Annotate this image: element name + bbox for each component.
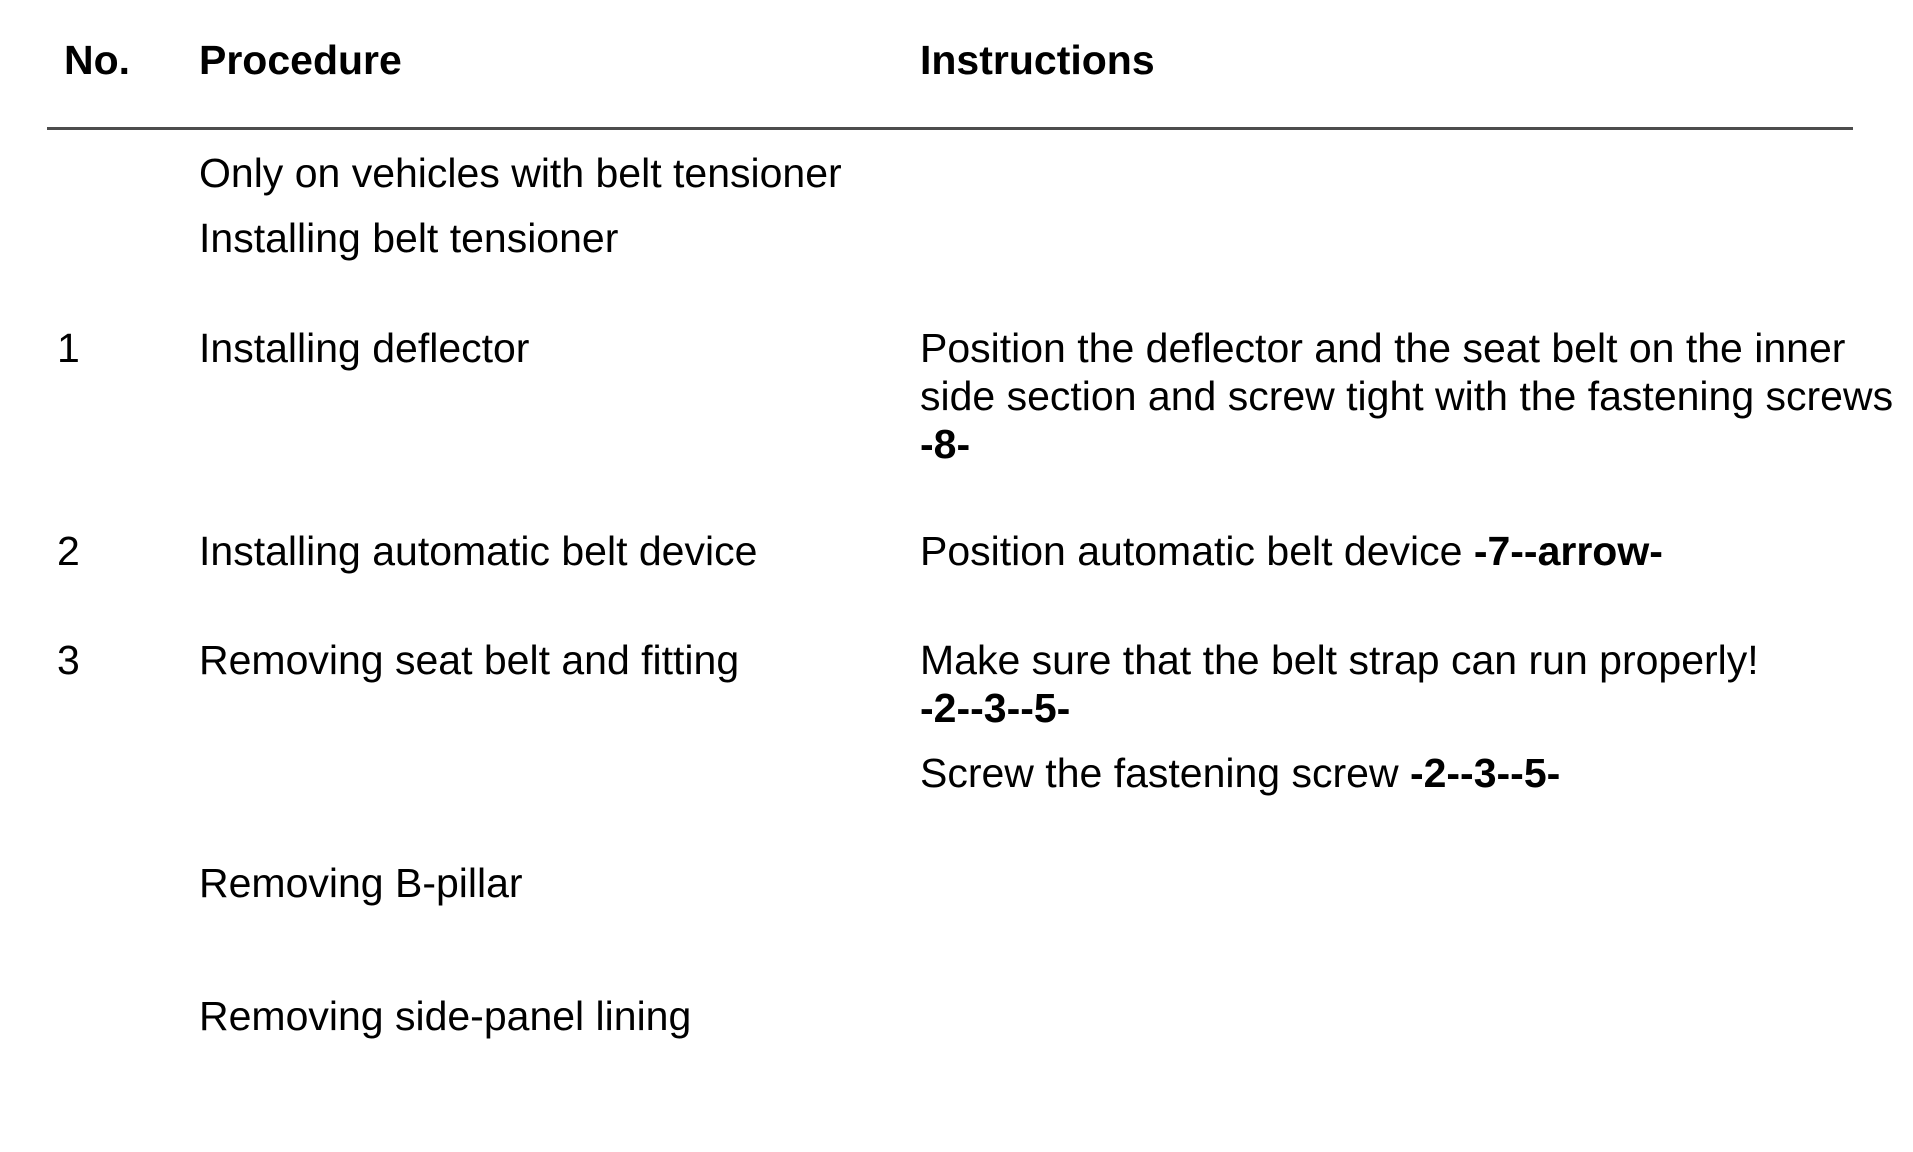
row-2-instructions-ref-bold: -7--arrow- xyxy=(1473,528,1663,574)
row-1-instructions: Position the deflector and the seat belt… xyxy=(920,324,1893,468)
row-2-instructions: Position automatic belt device -7--arrow… xyxy=(920,527,1663,575)
header-rule xyxy=(47,127,1853,130)
row-3-instructions-paragraph-2: Screw the fastening screw -2--3--5- xyxy=(920,749,1560,797)
column-header-instructions: Instructions xyxy=(920,37,1155,83)
row-3-instructions-ref-bold-1: -2--3--5- xyxy=(920,685,1071,731)
row-3-instructions-paragraph-1: Make sure that the belt strap can run pr… xyxy=(920,636,1759,732)
row-2-procedure: Installing automatic belt device xyxy=(199,528,758,574)
row-3-number: 3 xyxy=(57,637,80,683)
row-1-instructions-line-2: side section and screw tight with the fa… xyxy=(920,373,1894,419)
row-2-instructions-text: Position automatic belt device xyxy=(920,528,1474,574)
row-3-procedure: Removing seat belt and fitting xyxy=(199,637,740,683)
row-1-procedure: Installing deflector xyxy=(199,325,530,371)
row-3-instructions-paragraph-2-text: Screw the fastening screw xyxy=(920,750,1410,796)
row-2-number: 2 xyxy=(57,528,80,574)
row-1-instructions-line-1: Position the deflector and the seat belt… xyxy=(920,325,1846,371)
intro-procedure-line-1: Only on vehicles with belt tensioner xyxy=(199,150,842,196)
intro-procedure-line-2: Installing belt tensioner xyxy=(199,215,619,261)
row-1-instructions-ref-bold: -8- xyxy=(920,421,971,467)
row-5-procedure: Removing side-panel lining xyxy=(199,993,692,1039)
row-3-instructions-ref-bold-2: -2--3--5- xyxy=(1409,750,1561,796)
row-3-instructions-line-1: Make sure that the belt strap can run pr… xyxy=(920,637,1759,683)
column-header-no: No. xyxy=(64,37,131,83)
row-1-number: 1 xyxy=(57,325,80,371)
column-header-procedure: Procedure xyxy=(199,37,402,83)
row-4-procedure: Removing B-pillar xyxy=(199,860,523,906)
